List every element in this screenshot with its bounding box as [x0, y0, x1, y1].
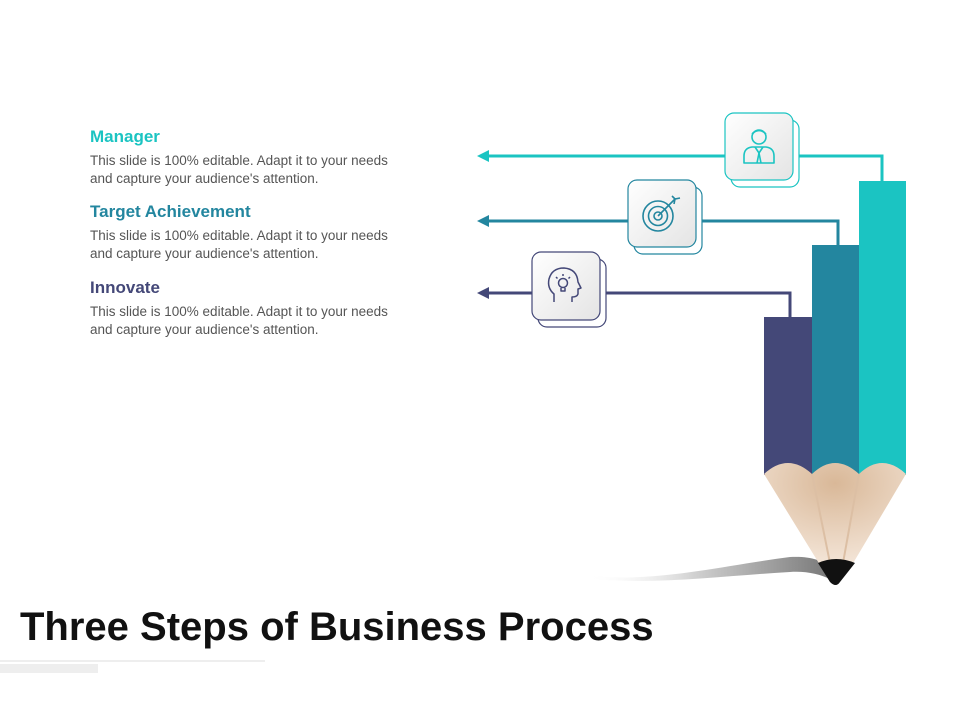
target-icon	[642, 195, 681, 232]
pencil-wood-shade	[811, 473, 860, 564]
pencil-bar-manager	[859, 181, 906, 475]
step-description-target-achievement: This slide is 100% editable. Adapt it to…	[90, 227, 430, 263]
connector-arrow-target-achievement	[487, 219, 840, 246]
step-description-line2: and capture your audience's attention.	[90, 246, 319, 261]
arrowhead-target-achievement	[477, 215, 489, 227]
step-heading-innovate: Innovate	[90, 278, 160, 297]
step-description-line2: and capture your audience's attention.	[90, 322, 319, 337]
manager-icon	[743, 129, 775, 164]
step-description-line2: and capture your audience's attention.	[90, 171, 319, 186]
step-description-manager: This slide is 100% editable. Adapt it to…	[90, 152, 430, 188]
step-target-achievement: Target Achievement This slide is 100% ed…	[90, 202, 430, 263]
step-heading-target-achievement: Target Achievement	[90, 202, 251, 221]
pencil-tip	[818, 559, 855, 585]
connector-arrow-manager	[487, 154, 884, 182]
icon-card-manager	[724, 112, 800, 188]
icon-card-target-achievement	[627, 179, 703, 255]
arrowhead-manager	[477, 150, 489, 162]
pencil-bar-target-achievement	[812, 245, 859, 475]
pencil-stroke	[585, 556, 832, 582]
slide-title: Three Steps of Business Process	[20, 605, 654, 649]
pencil-wood	[764, 463, 906, 565]
step-heading-manager: Manager	[90, 127, 160, 146]
pencil-bar-innovate	[764, 317, 812, 475]
step-manager: Manager This slide is 100% editable. Ada…	[90, 127, 430, 188]
step-description-innovate: This slide is 100% editable. Adapt it to…	[90, 303, 430, 339]
idea-head-icon	[547, 267, 582, 302]
footer-divider	[0, 660, 265, 662]
step-description-line1: This slide is 100% editable. Adapt it to…	[90, 153, 388, 168]
icon-card-innovate	[531, 251, 607, 328]
step-description-line1: This slide is 100% editable. Adapt it to…	[90, 228, 388, 243]
step-innovate: Innovate This slide is 100% editable. Ad…	[90, 278, 430, 339]
footer-bar	[0, 664, 98, 673]
arrowhead-innovate	[477, 287, 489, 299]
step-description-line1: This slide is 100% editable. Adapt it to…	[90, 304, 388, 319]
